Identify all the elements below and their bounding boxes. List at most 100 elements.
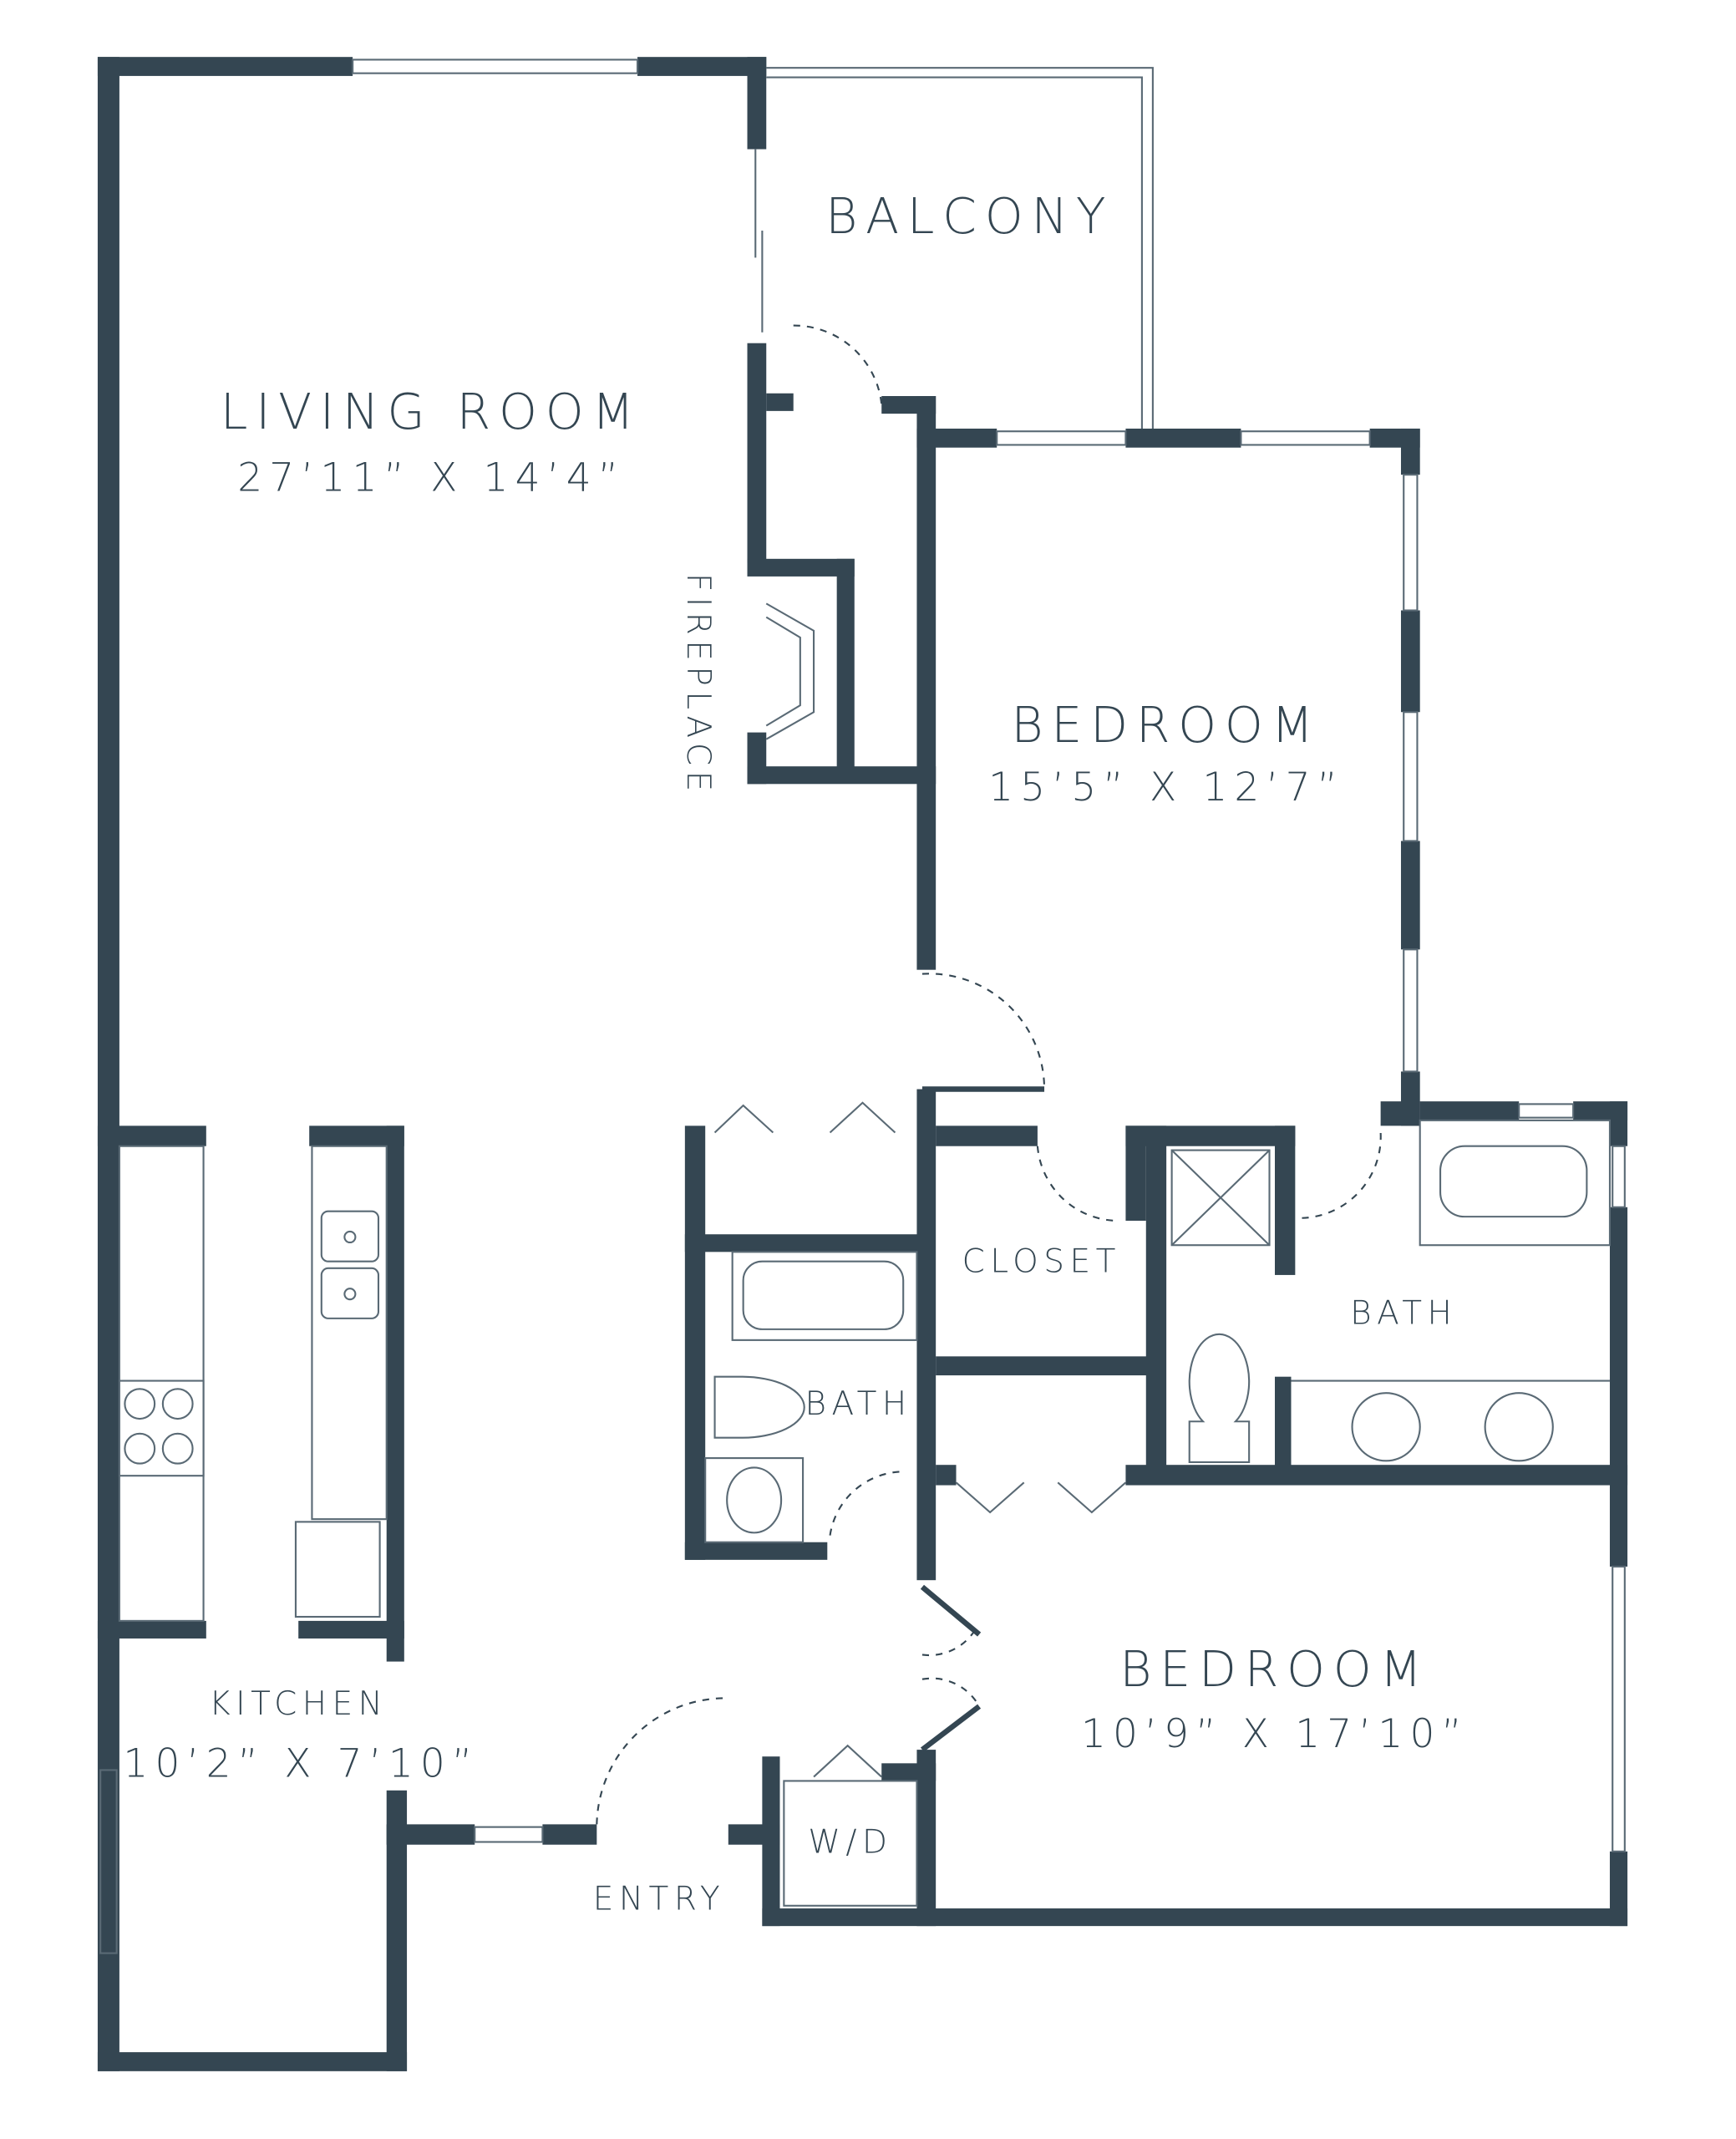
wall-segment: [386, 1824, 475, 1845]
wall-segment: [1380, 1101, 1420, 1126]
wall-segment: [762, 1756, 780, 1927]
refrigerator-icon: [294, 1521, 381, 1618]
sink-icon: [1351, 1392, 1421, 1462]
toilet-icon: [713, 1375, 805, 1439]
door-swing: [793, 324, 883, 404]
sink-icon: [320, 1210, 380, 1263]
windows-and-outlines: [99, 58, 1626, 1954]
living-room-dimensions: 27’11” X 14’4”: [237, 455, 625, 501]
balcony-railing: [766, 76, 1143, 429]
wall-segment: [1400, 428, 1420, 475]
shower-icon: [1170, 1149, 1271, 1246]
stove-burner-icon: [161, 1388, 194, 1420]
bedroom-2-dimensions: 10’9” X 17’10”: [1081, 1711, 1469, 1757]
bathtub-icon: [1419, 1119, 1612, 1247]
drain-icon: [343, 1230, 357, 1244]
wall-segment: [916, 428, 997, 448]
fireplace-hearth: [765, 616, 801, 727]
door-leaf: [920, 1584, 982, 1637]
bifold-door: [813, 1744, 882, 1778]
kitchen-label: KITCHEN: [209, 1685, 388, 1723]
wall-segment: [881, 1763, 937, 1781]
wall-segment: [916, 1089, 937, 1581]
vanity-icon: [704, 1457, 805, 1543]
walls: [97, 57, 1628, 2071]
bedroom-1-label: BEDROOM: [1011, 697, 1321, 754]
balcony-label: BALCONY: [825, 188, 1114, 245]
wall-segment: [916, 396, 937, 970]
wall-segment: [684, 1234, 922, 1252]
living-room-label: LIVING ROOM: [221, 384, 642, 440]
wall-segment: [762, 1908, 1628, 1927]
wall-segment: [1145, 1125, 1167, 1472]
wall-segment: [97, 2052, 408, 2071]
wall-segment: [97, 1620, 206, 1639]
wall-segment: [747, 407, 767, 563]
sink-icon: [726, 1466, 783, 1534]
stove-burner-icon: [124, 1388, 156, 1420]
bifold-door: [713, 1104, 774, 1134]
bifold-door: [829, 1101, 896, 1134]
wall-segment: [836, 558, 855, 774]
wall-segment: [1275, 1376, 1292, 1472]
sink-icon: [320, 1267, 380, 1319]
kitchen-counter: [118, 1145, 205, 1622]
door-swings: [596, 324, 1382, 1825]
door-swing: [921, 1627, 977, 1657]
kitchen-counter: [311, 1145, 388, 1521]
window: [352, 58, 639, 74]
sink-icon: [1484, 1392, 1554, 1462]
bathtub-icon: [731, 1251, 918, 1341]
window: [1612, 1145, 1626, 1208]
wall-segment: [936, 1356, 1153, 1376]
wall-segment: [97, 57, 119, 2071]
door-swing: [921, 1677, 981, 1707]
stove-burner-icon: [161, 1432, 194, 1465]
balcony-railing: [766, 67, 1154, 429]
wall-segment: [298, 1620, 404, 1639]
bedroom-1-dimensions: 15’5” X 12’7”: [988, 765, 1344, 810]
wall-segment: [747, 732, 767, 785]
window: [1403, 474, 1419, 612]
wall-segment: [747, 558, 855, 577]
door-swing: [1036, 1146, 1119, 1222]
door-swing: [1302, 1132, 1382, 1219]
wall-segment: [766, 393, 794, 411]
wall-segment: [916, 1750, 937, 1927]
wall-segment: [1419, 1101, 1520, 1120]
wall-segment: [1400, 610, 1420, 713]
wall-segment: [97, 1125, 206, 1146]
door-swing: [596, 1697, 726, 1825]
bathtub-icon: [742, 1260, 905, 1330]
entry-label: ENTRY: [593, 1881, 725, 1918]
wall-segment: [1125, 428, 1241, 448]
window: [1240, 430, 1371, 446]
wall-segment: [637, 57, 767, 76]
window: [1612, 1565, 1626, 1852]
door-swing: [921, 973, 1046, 1090]
stove-icon: [118, 1379, 205, 1477]
wall-segment: [542, 1824, 597, 1845]
wall-segment: [936, 1125, 1038, 1146]
wall-segment: [1609, 1101, 1628, 1146]
washer-dryer-icon: [783, 1780, 918, 1907]
bedroom-2-label: BEDROOM: [1119, 1641, 1429, 1698]
wall-segment: [1275, 1125, 1296, 1275]
bifold-door: [1057, 1481, 1127, 1514]
window: [1403, 948, 1419, 1073]
door-swing: [829, 1471, 905, 1536]
fireplace-hearth: [765, 602, 815, 740]
wall-segment: [1609, 1207, 1628, 1567]
wall-segment: [386, 1125, 404, 1662]
toilet-icon: [1188, 1333, 1251, 1464]
shower-icon: [1170, 1149, 1271, 1247]
wall-segment: [1125, 1465, 1628, 1486]
wall-segment: [747, 57, 767, 150]
bathtub-icon: [1439, 1145, 1588, 1218]
wall-segment: [747, 343, 767, 408]
wall-segment: [1609, 1851, 1628, 1927]
window: [1403, 711, 1419, 842]
door-leaf: [920, 1704, 982, 1752]
window: [1518, 1103, 1575, 1119]
